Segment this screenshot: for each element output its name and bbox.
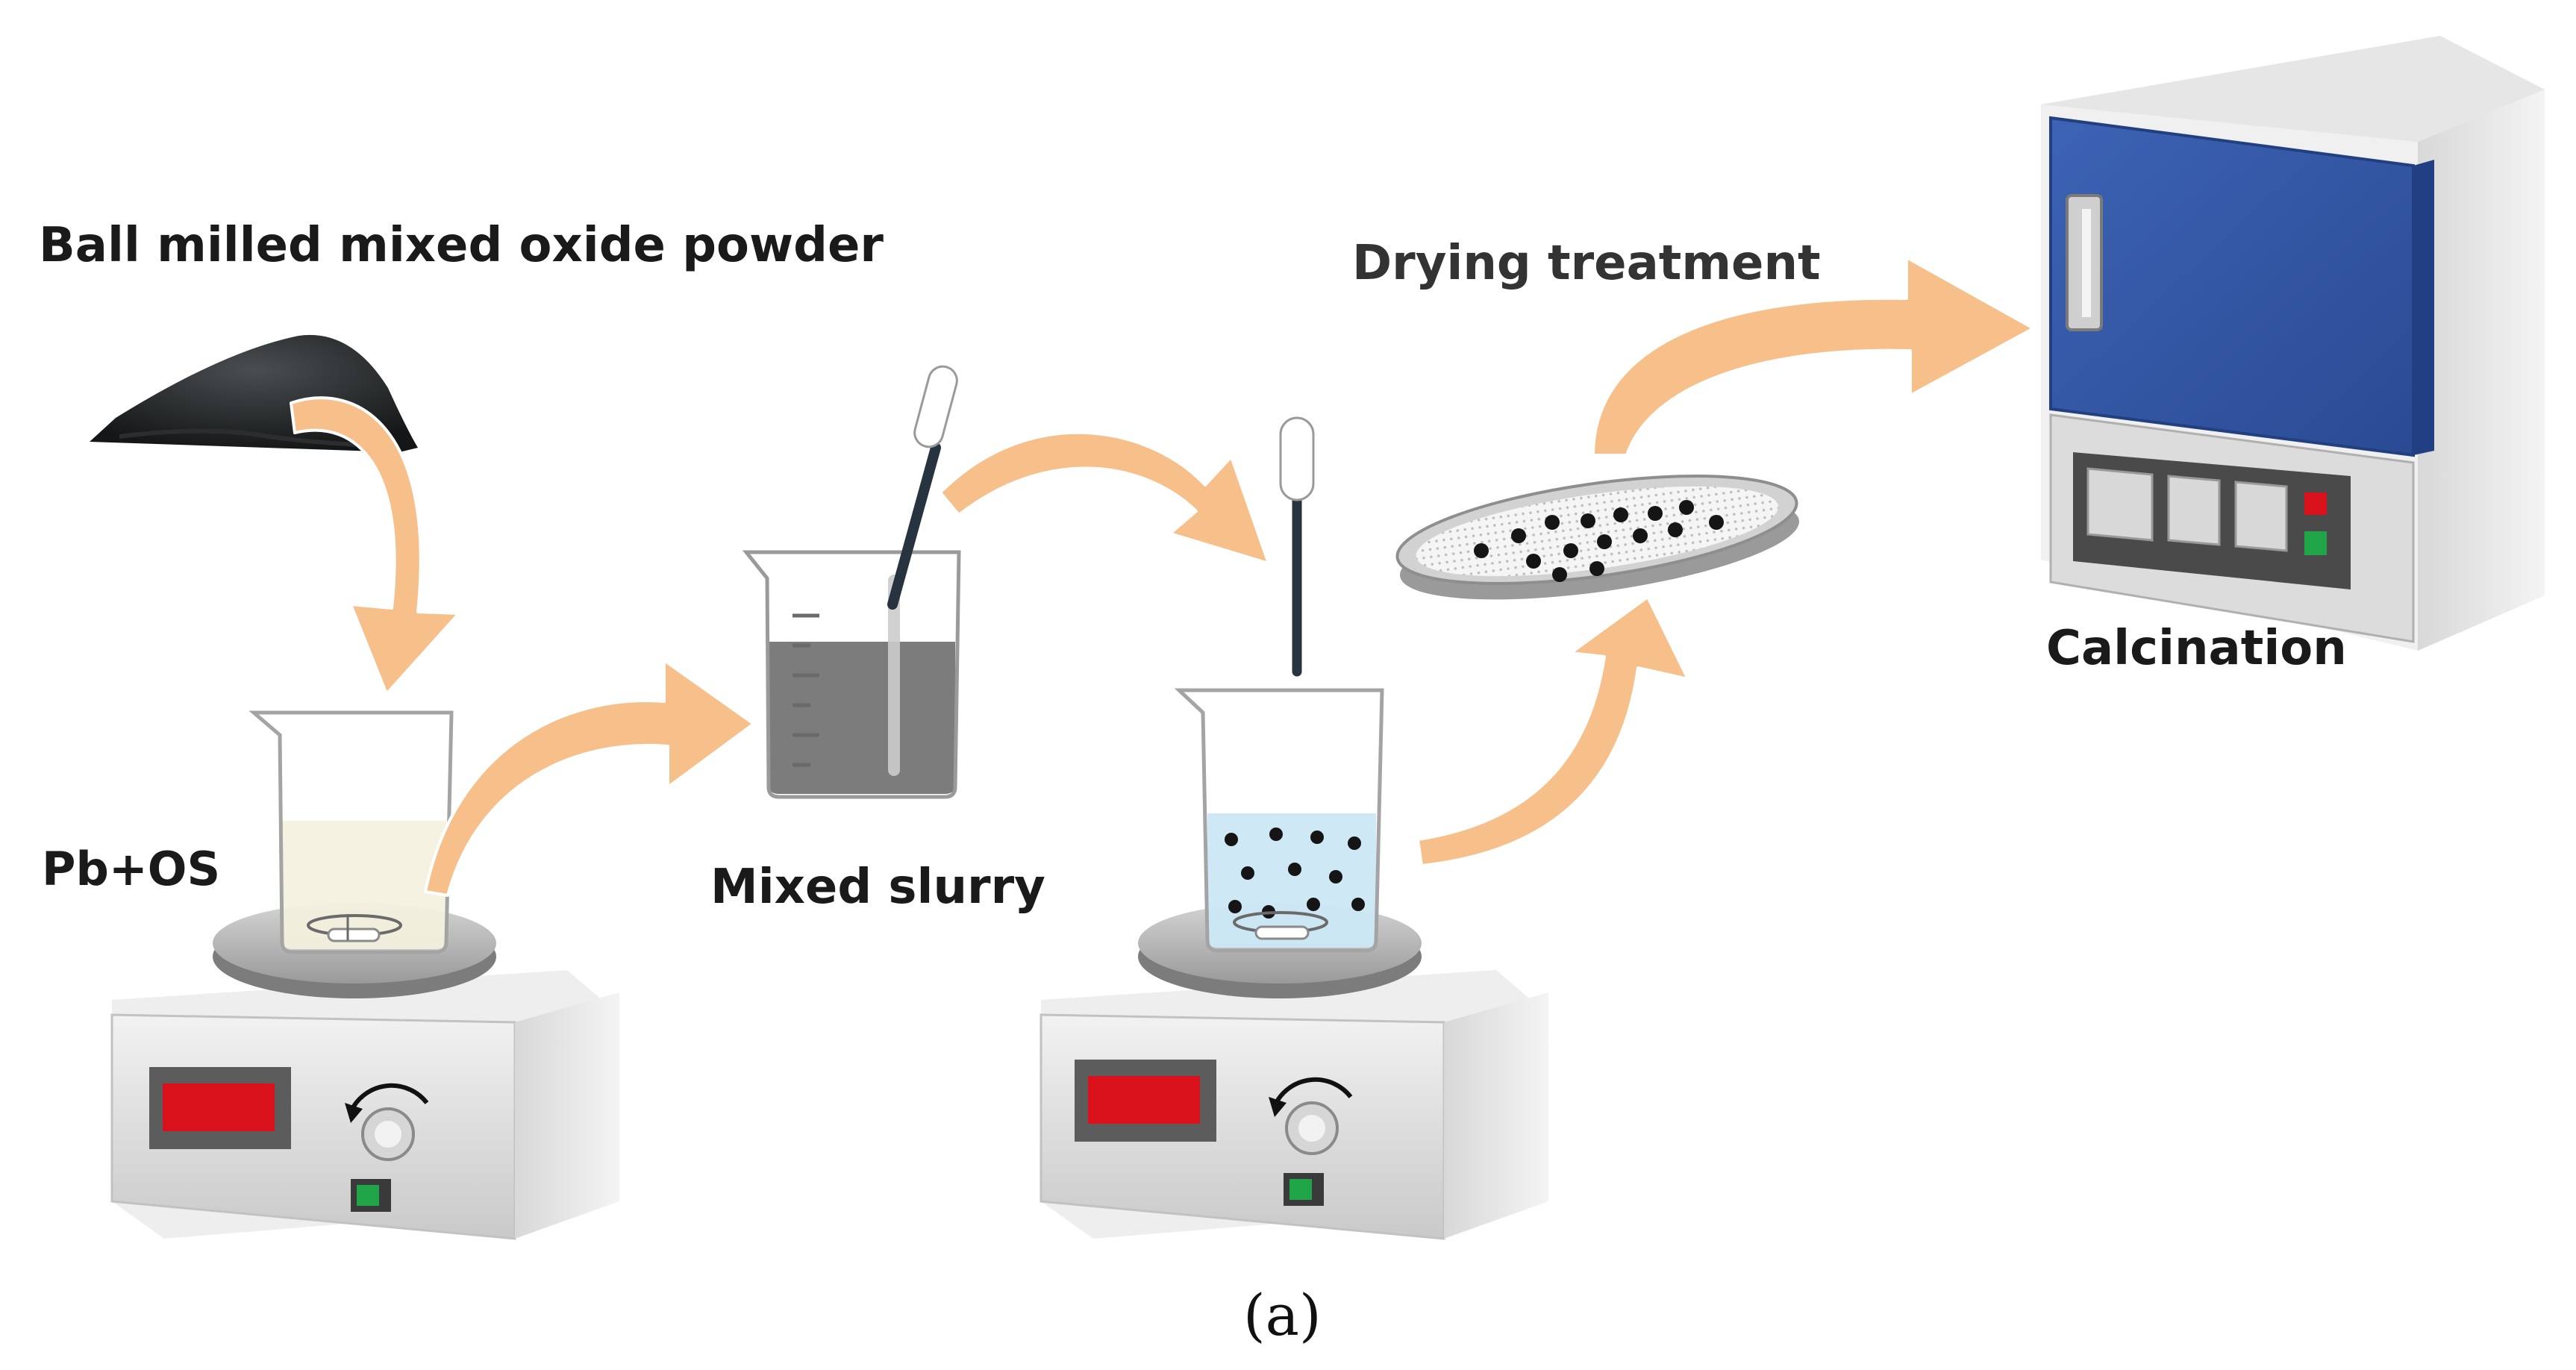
red-display-icon	[1088, 1076, 1200, 1124]
figure-caption: (a)	[1243, 1282, 1322, 1348]
label-pb-os: Pb+OS	[42, 842, 221, 896]
furnace-door[interactable]	[2049, 116, 2415, 457]
magnetic-stirrer-2	[1040, 903, 1548, 1240]
sieve-dish-icon	[1395, 475, 1799, 600]
label-drying-treatment: Drying treatment	[1352, 236, 1821, 291]
process-arrow	[290, 256, 2035, 897]
beaker-blue	[1174, 688, 1384, 953]
red-display-icon	[163, 1083, 275, 1131]
pipette-icon	[1279, 416, 1315, 677]
label-powder: Ball milled mixed oxide powder	[39, 218, 884, 273]
label-mixed-slurry: Mixed slurry	[710, 860, 1045, 915]
red-indicator-icon	[2304, 492, 2327, 515]
green-button-icon[interactable]	[2304, 531, 2327, 555]
pipette-icon	[887, 365, 958, 610]
label-calcination: Calcination	[2046, 621, 2347, 676]
muffle-furnace-icon	[2041, 36, 2545, 651]
magnetic-stirrer-1	[110, 903, 619, 1240]
beaker-cream	[248, 710, 454, 954]
beaker-slurry	[742, 550, 961, 799]
